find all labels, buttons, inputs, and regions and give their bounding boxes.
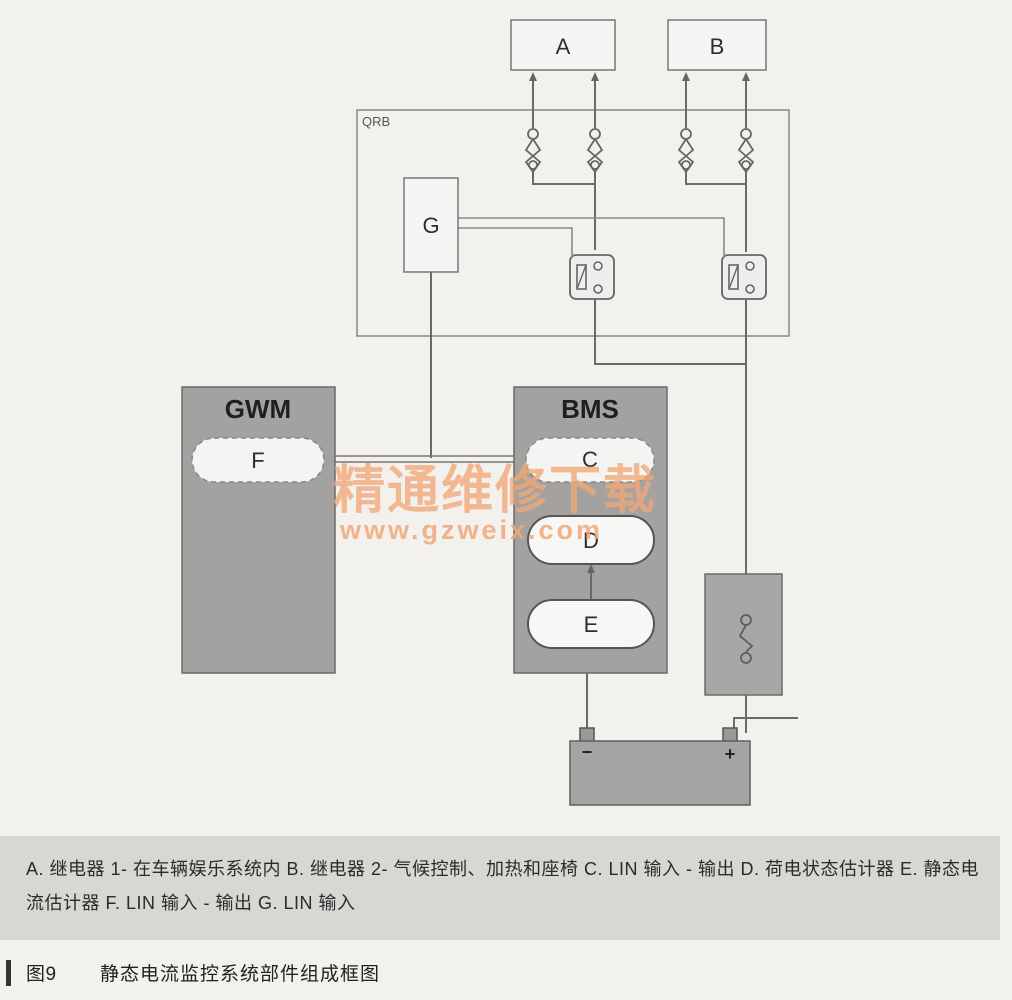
watermark-line1: 精通维修下载 (333, 460, 657, 521)
g-label: G (422, 213, 439, 238)
relay-switch-2 (721, 254, 767, 300)
qrb-label: QRB (362, 114, 390, 129)
fuse-icon (677, 128, 695, 173)
relay-b-label: B (710, 34, 725, 59)
quiescent-current-estimator-e-pill (527, 599, 655, 649)
battery-negative-label: − (582, 742, 593, 762)
caption-marker (6, 960, 11, 986)
caption-title: 静态电流监控系统部件组成框图 (100, 964, 381, 985)
relay-a-box: A (510, 19, 616, 71)
g-control-wires (458, 217, 725, 258)
relay-output-wires (529, 72, 750, 128)
lin-io-f-pill (191, 437, 325, 483)
d-label: D (583, 528, 599, 553)
relay-switch-1 (569, 254, 615, 300)
block-diagram: A B QRB G (181, 19, 798, 806)
gwm-box: GWM F (181, 386, 336, 674)
lin-input-g-box: G (403, 177, 459, 273)
fuse-bus-wires (532, 172, 747, 252)
gwm-label: GWM (225, 394, 291, 424)
relay-a-label: A (556, 34, 571, 59)
f-label: F (251, 448, 264, 473)
legend-panel: A. 继电器 1- 在车辆娱乐系统内 B. 继电器 2- 气候控制、加热和座椅 … (0, 836, 1000, 940)
fuse-icon (738, 614, 754, 664)
fuse-icon (586, 128, 604, 173)
legend-text: A. 继电器 1- 在车辆娱乐系统内 B. 继电器 2- 气候控制、加热和座椅 … (26, 859, 980, 913)
battery-positive-wire (733, 717, 798, 728)
e-label: E (584, 612, 599, 637)
fuse-symbols (524, 128, 755, 173)
fuse-icon (737, 128, 755, 173)
lin-io-c-pill (525, 437, 655, 483)
qrb-box: QRB (356, 109, 790, 337)
figure-caption: 图9 静态电流监控系统部件组成框图 (0, 952, 1012, 992)
relay-b-box: B (667, 19, 767, 71)
lin-bus-wire (320, 455, 530, 463)
caption-label: 图9 (26, 964, 57, 985)
watermark-line2: www.gzweix.com (339, 515, 603, 545)
fuse-icon (524, 128, 542, 173)
bms-box: BMS C D E (513, 386, 668, 674)
bms-label: BMS (561, 394, 619, 424)
c-label: C (582, 447, 598, 472)
battery: − + (569, 727, 751, 806)
fuse-box (704, 573, 783, 696)
watermark: 精通维修下载 www.gzweix.com (333, 460, 657, 545)
battery-positive-label: + (725, 744, 736, 764)
